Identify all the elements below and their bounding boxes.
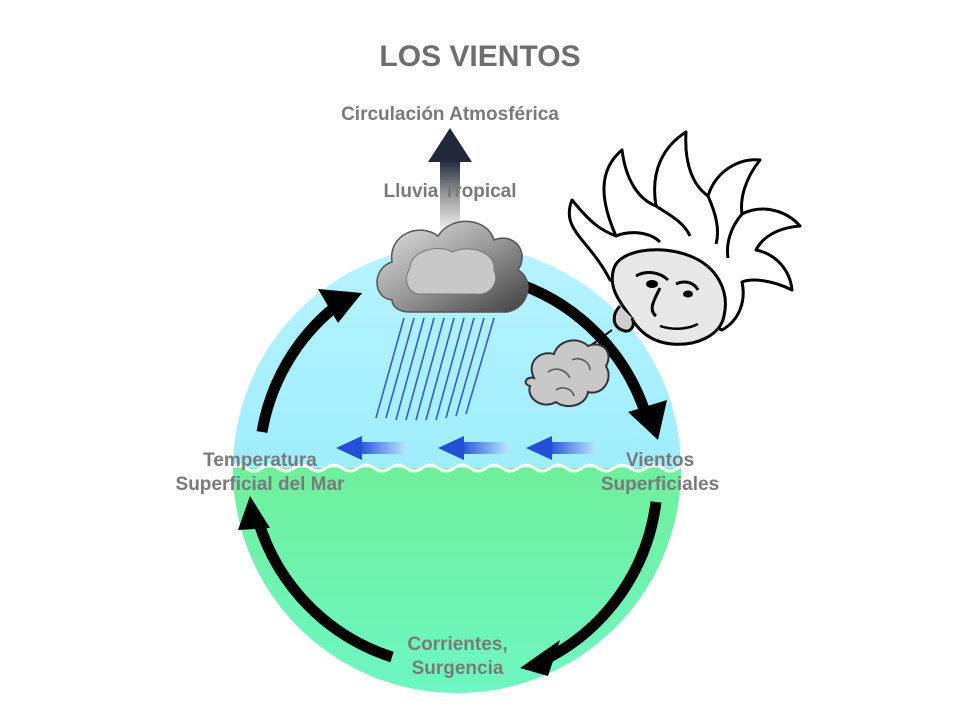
- label-tropical-rain: Lluvia Tropical: [383, 181, 517, 202]
- label-sst-line2: Superficial del Mar: [175, 474, 345, 495]
- arrow-sky-right: [520, 279, 651, 414]
- label-surface-winds: Vientos Superficiales: [570, 449, 750, 497]
- sea-surface-line: [233, 463, 681, 473]
- label-currents-line2: Surgencia: [411, 658, 504, 679]
- arrowhead-sky-right: [628, 400, 667, 440]
- label-winds-line2: Superficiales: [600, 474, 720, 495]
- arrow-ocean-left: [252, 518, 394, 663]
- arrowhead-ocean-right: [520, 640, 560, 676]
- rising-air-arrow: [428, 128, 472, 230]
- wind-face-icon: [524, 130, 802, 408]
- label-sea-surface-temperature: Temperatura Superficial del Mar: [140, 449, 380, 497]
- arrowhead-ocean-left: [238, 496, 270, 530]
- label-atmospheric-circulation: Circulación Atmosférica: [341, 104, 559, 125]
- label-sst-line1: Temperatura: [203, 450, 317, 471]
- rain-lines: [375, 317, 495, 421]
- arrow-ocean-right: [545, 501, 662, 663]
- label-currents-upwelling: Corrientes, Surgencia: [350, 633, 565, 681]
- label-currents-line1: Corrientes,: [407, 634, 508, 655]
- arrow-sky-left: [256, 301, 340, 433]
- circulation-cycle: [252, 279, 662, 663]
- wind-arrow-2: [438, 436, 508, 460]
- face: [610, 248, 727, 346]
- arrowhead-sky-left: [318, 289, 362, 323]
- wind-arrow-1: [336, 436, 406, 460]
- rain-cloud-icon: [376, 220, 529, 313]
- wind-arrow-3: [526, 436, 596, 460]
- breath-puff: [524, 329, 613, 408]
- page-title: LOS VIENTOS: [379, 40, 581, 73]
- circulation-arrowheads: [238, 289, 667, 676]
- surface-wind-arrows: [336, 436, 596, 460]
- label-winds-line1: Vientos: [625, 450, 695, 471]
